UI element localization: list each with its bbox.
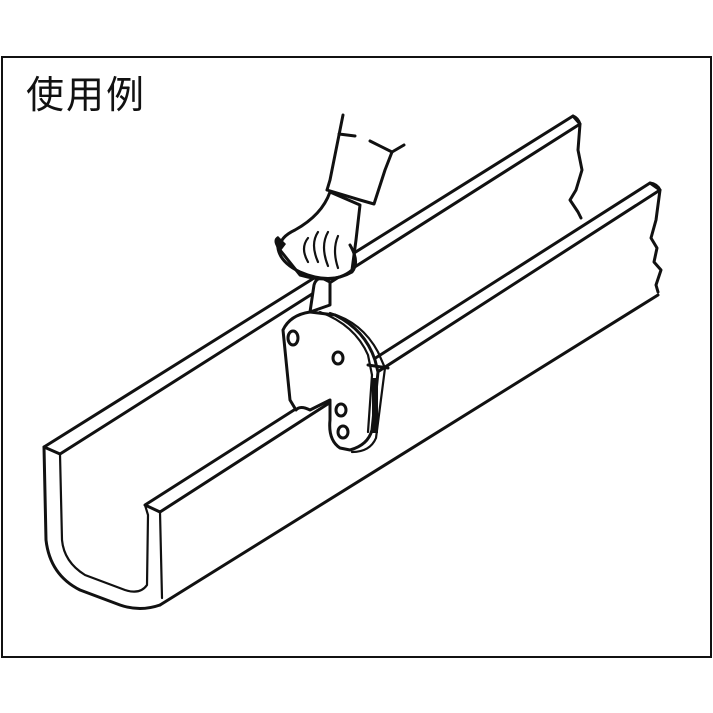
hand-gripping-shackle bbox=[274, 113, 406, 281]
vertical-plate-clamp bbox=[281, 276, 390, 454]
usage-example-label: 使用例 bbox=[26, 73, 147, 117]
